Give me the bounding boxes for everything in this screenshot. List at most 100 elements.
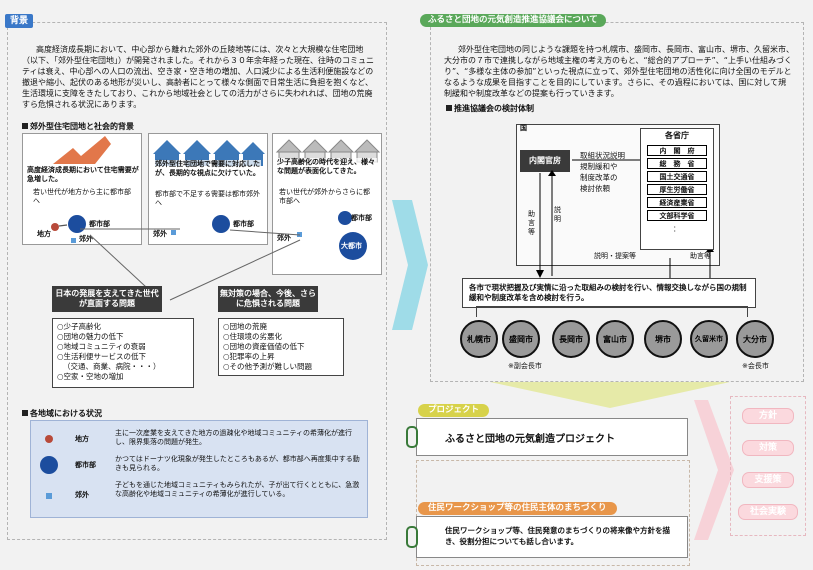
city-morioka: 盛岡市 [502, 320, 540, 358]
project-tag: プロジェクト [418, 404, 490, 417]
down-arrow-icon [490, 382, 730, 408]
suburb-dot-icon [71, 238, 76, 243]
growth-arrow-icon [53, 136, 111, 164]
problem-item: 団地の荒廃 [223, 322, 339, 332]
label-big-city: 大都市 [341, 242, 362, 250]
outputs-panel [730, 396, 806, 536]
scene-2-title: 郊外型住宅団地で需要に対応したが、長期的な視点に欠けていた。 [155, 160, 261, 178]
chair-note: ※会長市 [742, 362, 769, 370]
cabinet-secretariat: 内閣官房 [520, 150, 570, 172]
cities-statement-box: 各市で現状把握及び実情に沿った取組みの検討を行い、情報交換しながら国の規制緩和や… [462, 278, 756, 308]
agency-item: 総 務 省 [647, 158, 707, 169]
output-policy: 方針 [742, 408, 794, 424]
request-line: 規制緩和や [580, 162, 618, 171]
paperclip-icon [406, 526, 418, 548]
advice-label-1: 助言等 [528, 210, 535, 236]
legend-label-city: 都市部 [75, 461, 96, 469]
legend-desc-city: かつてはドーナツ化現象が発生したところもあるが、都市部へ再度集中する動きも見られ… [115, 455, 360, 472]
problem-item: 団地の資産価値の低下 [223, 342, 339, 352]
legend-label-suburb: 郊外 [75, 491, 89, 499]
label-suburb: 郊外 [79, 235, 93, 243]
explain-label: 説明 [554, 206, 561, 223]
government-label: 国 [520, 124, 527, 132]
output-measures: 対策 [742, 440, 794, 456]
workshop-box: 住民ワークショップ等、住民発意のまちづくりの将来像や方針を描き、役割分担について… [416, 516, 688, 558]
agency-item: 国土交通省 [647, 171, 707, 182]
city-kurume: 久留米市 [690, 320, 728, 358]
output-support: 支援策 [742, 472, 794, 488]
scene-2-sub: 都市部で不足する需要は都市郊外へ [155, 190, 260, 207]
council-panel [430, 22, 804, 382]
problem-item: 少子高齢化 [57, 322, 189, 332]
request-line: 取組状況説明 [580, 151, 625, 160]
city-sapporo: 札幌市 [460, 320, 498, 358]
project-box: ふるさと団地の元気創造プロジェクト [416, 418, 688, 456]
workshop-text: 住民ワークショップ等、住民発意のまちづくりの将来像や方針を描き、役割分担について… [445, 526, 670, 546]
city-nagaoka: 長岡市 [552, 320, 590, 358]
request-line: 検討依頼 [580, 184, 610, 193]
scene-3: 少子高齢化の時代を迎え、様々な問題が表面化してきた。 若い世代が郊外からさらに都… [272, 133, 382, 275]
agencies-box: 各省庁 内 閣 府 総 務 省 国土交通省 厚生労働省 経済産業省 文部科学省 … [640, 128, 714, 250]
output-experiment: 社会実験 [738, 504, 798, 520]
label-suburb-3: 郊外 [277, 234, 291, 242]
agency-item: 経済産業省 [647, 197, 707, 208]
city-dot-icon [40, 456, 58, 474]
workshop-panel [416, 460, 690, 566]
section-title-regions: 各地域における状況 [22, 409, 102, 419]
city-sakai: 堺市 [644, 320, 682, 358]
background-panel [7, 22, 387, 540]
label-city-2: 都市部 [233, 220, 254, 228]
problem-list-left: 少子高齢化 団地の魅力の低下 地域コミュニティの衰弱 生活利便サービスの低下 （… [52, 318, 194, 388]
problem-item: 団地の魅力の低下 [57, 332, 189, 342]
problem-item: 犯罪率の上昇 [223, 352, 339, 362]
legend-desc-suburb: 子どもを通じた地域コミュニティもみられたが、子が出て行くとともに、急激な高齢化や… [115, 481, 360, 498]
workshop-tag: 住民ワークショップ等の住民主体のまちづくり [418, 502, 617, 515]
scene-2: 郊外型住宅団地で需要に対応したが、長期的な視点に欠けていた。 都市部で不足する需… [148, 133, 268, 245]
output-arrow-icon [694, 400, 734, 540]
label-city: 都市部 [89, 220, 110, 228]
city-toyama: 富山市 [596, 320, 634, 358]
explain-propose-label: 説明・提案等 [594, 252, 636, 260]
problem-box-right-title: 無対策の場合、今後、さらに危惧される問題 [218, 286, 318, 312]
rural-dot-icon [51, 223, 59, 231]
city-oita: 大分市 [736, 320, 774, 358]
advice-label-2: 助言等 [690, 252, 711, 260]
scene-3-sub: 若い世代が郊外からさらに都市部へ [279, 188, 370, 205]
agency-item: 内 閣 府 [647, 145, 707, 156]
request-line: 制度改革の [580, 173, 618, 182]
legend-label-rural: 地方 [75, 435, 89, 443]
scene-1-sub: 若い世代が地方から主に都市部へ [33, 188, 131, 205]
project-title: ふるさと団地の元気創造プロジェクト [445, 434, 615, 445]
scene-3-title: 少子高齢化の時代を迎え、様々な問題が表面化してきた。 [277, 158, 377, 176]
region-legend: 地方 主に一次産業を支えてきた地方の過疎化や地域コミュニティの希薄化が進行し、限… [30, 420, 368, 518]
scene-1-title: 高度経済成長期において住宅需要が急増した。 [27, 166, 139, 184]
label-suburb-2: 郊外 [153, 230, 167, 238]
section-title-structure: 推進協議会の検討体制 [446, 104, 534, 114]
problem-item: その他予測が難しい問題 [223, 362, 339, 372]
problem-list-right: 団地の荒廃 住環境の劣悪化 団地の資産価値の低下 犯罪率の上昇 その他予測が難し… [218, 318, 344, 376]
background-intro: 高度経済成長期において、中心部から離れた郊外の丘陵地等には、次々と大規模な住宅団… [22, 45, 374, 109]
council-tag: ふるさと団地の元気創造推進協議会について [420, 14, 606, 27]
flow-arrow-icon [392, 200, 428, 330]
problem-item: 住環境の劣悪化 [223, 332, 339, 342]
paperclip-icon [406, 426, 418, 448]
agencies-title: 各省庁 [665, 131, 689, 140]
section-title-suburban: 郊外型住宅団地と社会的背景 [22, 122, 134, 132]
background-tag: 背景 [5, 14, 34, 28]
vice-chair-note: ※副会長市 [508, 362, 542, 370]
cities-bracket [476, 306, 748, 317]
label-rural: 地方 [37, 230, 51, 238]
council-intro: 郊外型住宅団地の同じような課題を持つ札幌市、盛岡市、長岡市、富山市、堺市、久留米… [444, 45, 794, 98]
legend-icons [40, 435, 58, 499]
agencies-more: ： [673, 225, 680, 233]
problem-item: 地域コミュニティの衰弱 [57, 342, 189, 352]
problem-item: 生活利便サービスの低下 [57, 352, 189, 362]
label-city-3: 都市部 [351, 214, 372, 222]
scene-connectors [80, 228, 301, 301]
agency-item: 文部科学省 [647, 210, 707, 221]
request-list: 取組状況説明 規制緩和や 制度改革の 検討依頼 [580, 150, 640, 194]
problem-item-sub: （交通、商業、病院・・・） [63, 362, 161, 371]
cities-statement: 各市で現状把握及び実情に沿った取組みの検討を行い、情報交換しながら国の規制緩和や… [469, 283, 747, 302]
suburb-dot-icon [46, 493, 52, 499]
